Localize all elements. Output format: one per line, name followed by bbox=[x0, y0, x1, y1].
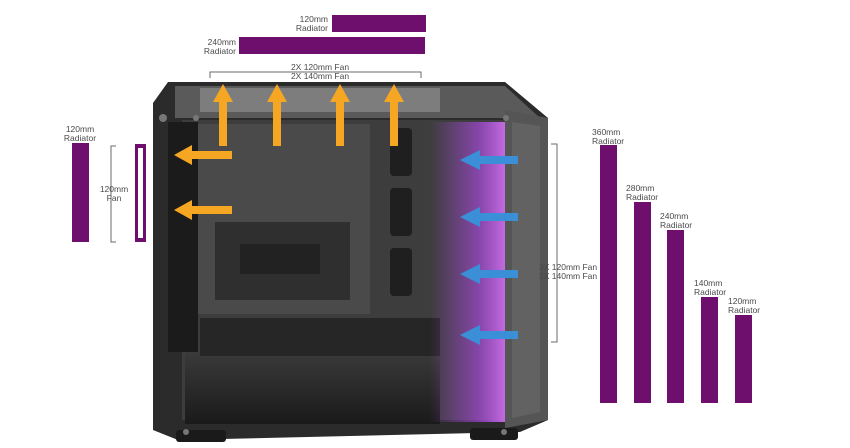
exhaust-arrow-up bbox=[384, 84, 404, 146]
front-rad240-text: Radiator bbox=[660, 220, 693, 230]
top-rad240-text: Radiator bbox=[203, 46, 236, 56]
rear-fan120-text: Fan bbox=[106, 193, 122, 203]
front-fans-line1: 3X 120mm Fan bbox=[539, 262, 598, 272]
exhaust-arrow-left bbox=[174, 200, 232, 220]
front-fans-label: 3X 120mm Fan 2X 140mm Fan bbox=[539, 263, 619, 281]
case-frame bbox=[153, 82, 548, 442]
rear-rad120-label: 120mm Radiator bbox=[56, 125, 104, 143]
intake-arrow-left bbox=[460, 150, 518, 170]
front-rad360-size: 360mm bbox=[592, 127, 621, 137]
front-rad140-text: Radiator bbox=[694, 287, 727, 297]
rear-fan-frame bbox=[135, 144, 146, 242]
front-rad280-bar bbox=[634, 202, 651, 403]
front-rad280-size: 280mm bbox=[626, 183, 655, 193]
front-intake-arrows bbox=[460, 150, 518, 345]
top-exhaust-arrows bbox=[213, 84, 404, 146]
exhaust-arrow-left bbox=[174, 145, 232, 165]
front-rad280-text: Radiator bbox=[626, 192, 659, 202]
top-fans-line2: 2X 140mm Fan bbox=[290, 71, 350, 81]
top-rad240-bar bbox=[239, 37, 425, 54]
front-rad140-label: 140mm Radiator bbox=[694, 279, 744, 297]
front-rad240-bar bbox=[667, 230, 684, 403]
rear-fan120-label: 120mm Fan bbox=[94, 185, 134, 203]
rear-rad120-text: Radiator bbox=[63, 133, 97, 143]
top-rad120-text: Radiator bbox=[295, 23, 328, 33]
rear-rad120-bar bbox=[72, 143, 89, 242]
front-rad120-size: 120mm bbox=[728, 296, 757, 306]
top-rad120-label: 120mm Radiator bbox=[282, 15, 328, 33]
top-rad240-label: 240mm Radiator bbox=[190, 38, 236, 56]
rear-exhaust-arrows bbox=[174, 145, 232, 220]
front-rad120-bar bbox=[735, 315, 752, 403]
front-rad120-label: 120mm Radiator bbox=[728, 297, 778, 315]
front-fans-bracket bbox=[551, 143, 558, 343]
rear-fan120-size: 120mm bbox=[99, 184, 129, 194]
exhaust-arrow-up bbox=[267, 84, 287, 146]
front-rad360-label: 360mm Radiator bbox=[592, 128, 642, 146]
top-fans-line1: 2X 120mm Fan bbox=[290, 62, 350, 72]
rear-fan-bracket bbox=[110, 145, 116, 243]
exhaust-arrow-up bbox=[330, 84, 350, 146]
top-rad120-bar bbox=[332, 15, 426, 32]
front-rad240-size: 240mm bbox=[660, 211, 689, 221]
front-rad120-text: Radiator bbox=[728, 305, 761, 315]
top-rad120-size: 120mm bbox=[299, 14, 328, 24]
front-rad140-bar bbox=[701, 297, 718, 403]
front-rad240-label: 240mm Radiator bbox=[660, 212, 710, 230]
front-rad140-size: 140mm bbox=[694, 278, 723, 288]
top-fans-bracket bbox=[209, 71, 422, 78]
exhaust-arrow-up bbox=[213, 84, 233, 146]
intake-arrow-left bbox=[460, 264, 518, 284]
front-rad280-label: 280mm Radiator bbox=[626, 184, 676, 202]
front-fans-line2: 2X 140mm Fan bbox=[539, 271, 598, 281]
top-fans-label: 2X 120mm Fan 2X 140mm Fan bbox=[260, 63, 380, 81]
top-rad240-size: 240mm bbox=[207, 37, 236, 47]
intake-arrow-left bbox=[460, 325, 518, 345]
front-rad360-text: Radiator bbox=[592, 136, 625, 146]
intake-arrow-left bbox=[460, 207, 518, 227]
front-rad360-bar bbox=[600, 145, 617, 403]
rear-rad120-size: 120mm bbox=[65, 124, 95, 134]
